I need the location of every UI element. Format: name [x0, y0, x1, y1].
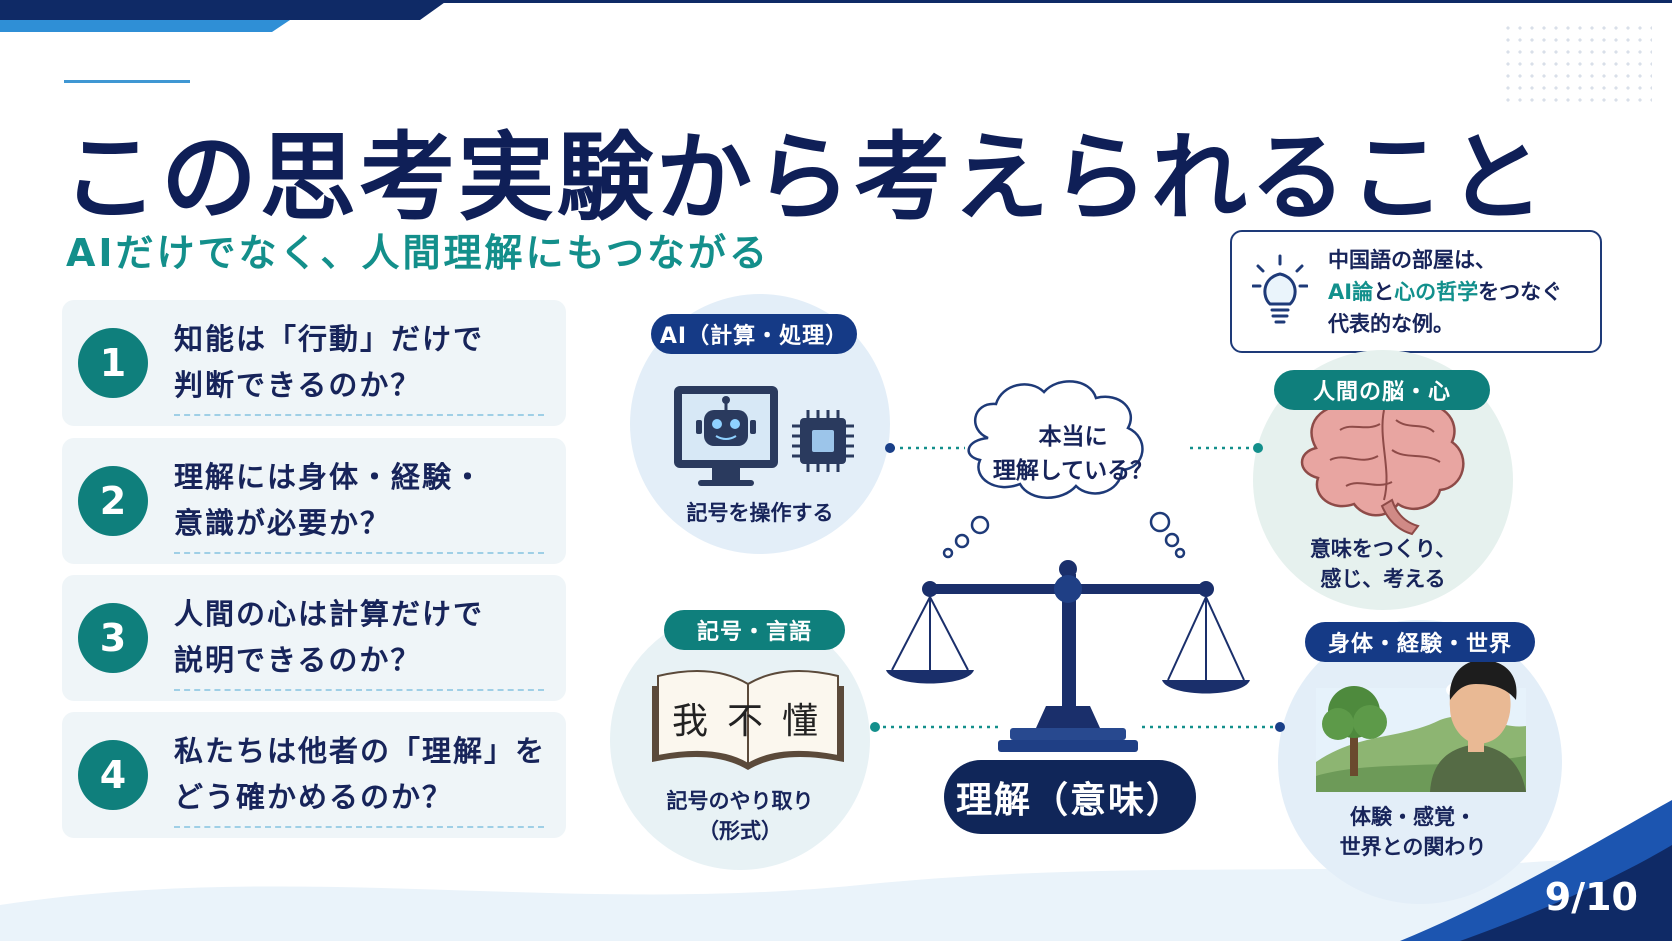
bottom-wave [0, 850, 1672, 941]
thought-cloud-text: 本当に 理解している？ [988, 420, 1158, 488]
robot-monitor-icon [674, 386, 778, 486]
dashed-rule [174, 414, 544, 416]
body-caption: 体験・感覚・ 世界との関わり [1313, 802, 1513, 862]
question-number-badge: 2 [78, 466, 148, 536]
question-text: 知能は「行動」だけで 判断できるのか？ [174, 316, 484, 408]
question-line-2: 判断できるのか？ [174, 368, 422, 402]
body-label-pill: 身体・経験・世界 [1305, 622, 1535, 662]
book-char-1: 我 [672, 701, 709, 742]
question-card-2: 2 理解には身体・経験・ 意識が必要か？ [62, 438, 566, 564]
question-line-2: 説明できるのか？ [174, 643, 422, 677]
dashed-rule [174, 552, 544, 554]
brain-caption-line-1: 意味をつくり、 [1309, 537, 1457, 561]
body-caption-line-1: 体験・感覚・ [1350, 805, 1476, 829]
ai-label-pill: AI（計算・処理） [651, 314, 857, 354]
info-callout-text: 中国語の部屋は、 AI論と心の哲学をつなぐ 代表的な例。 [1328, 244, 1562, 340]
cloud-line-1: 本当に [1038, 424, 1108, 450]
body-caption-line-2: 世界との関わり [1339, 835, 1487, 859]
question-line-2: どう確かめるのか？ [174, 780, 454, 814]
page-title: この思考実験から考えられること [62, 122, 1547, 234]
dashed-rule [174, 826, 544, 828]
symbols-caption-line-1: 記号のやり取り [666, 789, 814, 813]
question-line-2: 意識が必要か？ [174, 506, 392, 540]
corner-accent-dark [1460, 845, 1672, 941]
balance-scale-icon [886, 560, 1250, 752]
brain-label-pill: 人間の脳・心 [1274, 370, 1490, 410]
info-line-2: AI論と心の哲学をつなぐ [1328, 276, 1562, 308]
info-connector-2: をつなぐ [1478, 280, 1563, 304]
page-number: 9/10 [1544, 875, 1638, 919]
brain-icon [1300, 391, 1465, 536]
thought-cloud-icon [942, 380, 1186, 559]
info-line-1: 中国語の部屋は、 [1328, 248, 1496, 272]
person-icon [1430, 660, 1526, 792]
question-text: 理解には身体・経験・ 意識が必要か？ [174, 454, 484, 546]
question-number-badge: 1 [78, 328, 148, 398]
symbols-caption: 記号のやり取り （形式） [640, 786, 840, 846]
highlight-ai: AI論 [1328, 280, 1374, 304]
top-accent-band [0, 0, 1672, 32]
question-number-badge: 3 [78, 603, 148, 673]
symbols-label-pill: 記号・言語 [664, 610, 845, 650]
cloud-line-2: 理解している？ [992, 458, 1154, 484]
question-line-1: 理解には身体・経験・ [174, 460, 485, 494]
book-char-3: 懂 [782, 701, 819, 742]
question-line-1: 人間の心は計算だけで [174, 597, 485, 631]
question-text: 私たちは他者の「理解」を どう確かめるのか？ [174, 728, 546, 820]
title-rule [64, 80, 190, 83]
question-number-badge: 4 [78, 740, 148, 810]
open-book-icon [652, 670, 844, 770]
info-callout-box: 中国語の部屋は、 AI論と心の哲学をつなぐ 代表的な例。 [1230, 230, 1602, 353]
highlight-philosophy: 心の哲学 [1394, 280, 1479, 304]
chip-icon [792, 410, 854, 472]
question-line-1: 私たちは他者の「理解」を [174, 734, 547, 768]
understanding-label: 理解（意味） [944, 760, 1196, 834]
question-line-1: 知能は「行動」だけで [174, 322, 485, 356]
info-line-3: 代表的な例。 [1328, 312, 1454, 336]
lightbulb-icon [1252, 254, 1308, 324]
question-card-1: 1 知能は「行動」だけで 判断できるのか？ [62, 300, 566, 426]
decorative-dot-grid [1502, 22, 1652, 102]
ai-caption: 記号を操作する [686, 501, 834, 525]
question-text: 人間の心は計算だけで 説明できるのか？ [174, 591, 484, 683]
symbols-caption-line-2: （形式） [698, 819, 782, 843]
brain-caption: 意味をつくり、 感じ、考える [1283, 534, 1483, 594]
question-card-4: 4 私たちは他者の「理解」を どう確かめるのか？ [62, 712, 566, 838]
brain-caption-line-2: 感じ、考える [1320, 567, 1446, 591]
question-card-3: 3 人間の心は計算だけで 説明できるのか？ [62, 575, 566, 701]
book-char-2: 不 [727, 701, 764, 742]
dashed-rule [174, 689, 544, 691]
info-connector: と [1373, 280, 1395, 304]
page-subtitle: AIだけでなく、人間理解にもつながる [66, 231, 771, 275]
